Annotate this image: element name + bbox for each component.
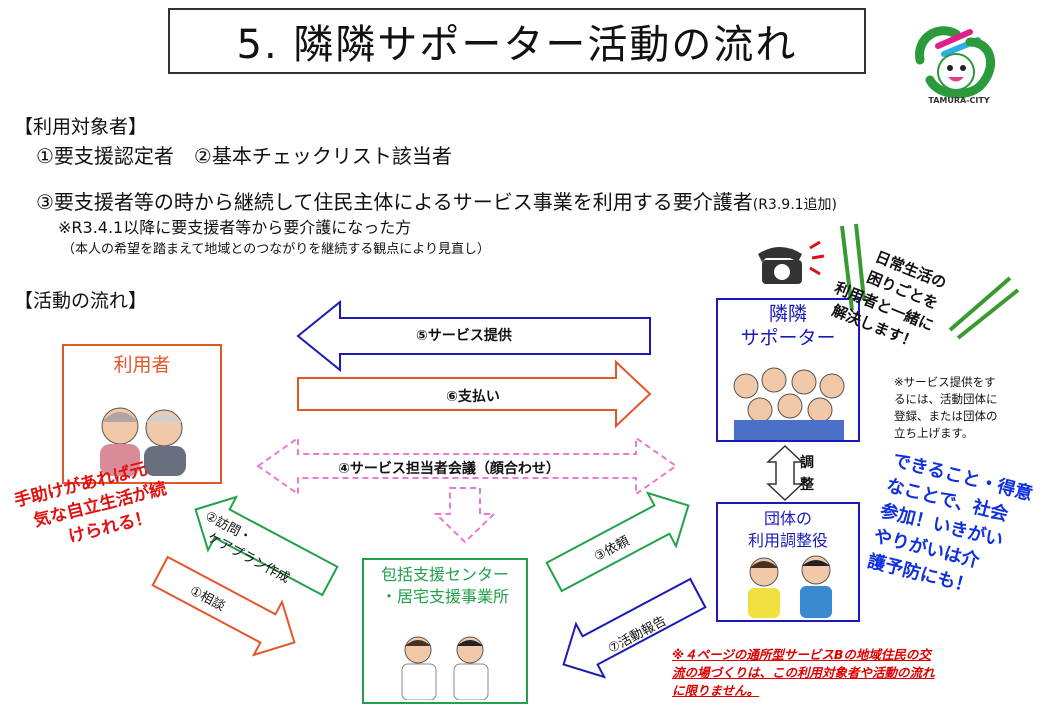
target-line2-suffix: (R3.9.1追加) <box>752 197 838 213</box>
page-title: 5. 隣隣サポーター活動の流れ <box>168 8 866 74</box>
elderly-couple-illustration <box>100 407 186 476</box>
service-label: ⑤サービス提供 <box>416 328 512 344</box>
meeting-label: ④サービス担当者会議（顔合わせ） <box>338 461 560 477</box>
coordinator-box: 団体の 利用調整役 <box>716 502 860 622</box>
bottom-note-line3: に限りません。 <box>672 683 760 698</box>
service-arrow <box>296 299 651 373</box>
support-center-box: 包括支援センター ・居宅支援事業所 <box>362 558 528 704</box>
adjust-arrow <box>766 444 804 502</box>
supporter-label: 隣隣 サポーター <box>718 302 858 350</box>
tamura-city-logo <box>915 26 995 99</box>
coordinator-label-line2: 利用調整役 <box>747 531 828 550</box>
payment-arrow <box>297 359 652 429</box>
target-line1: ①要支援認定者 ②基本チェックリスト該当者 <box>36 144 452 168</box>
consult-arrow <box>151 555 296 657</box>
payment-label: ⑥支払い <box>446 389 500 405</box>
support-center-label-line2: ・居宅支援事業所 <box>380 587 509 606</box>
bottom-note: ※４ページの通所型サービスBの地域住民の交 流の場づくりは、この利用対象者や活動… <box>672 646 935 700</box>
adjust-label: 調整 <box>800 455 814 493</box>
coordinators-illustration <box>748 555 832 618</box>
bottom-note-line2: 流の場づくりは、この利用対象者や活動の流れ <box>672 665 935 680</box>
side-note-line4: 立ち上げます。 <box>894 426 974 440</box>
support-center-label: 包括支援センター ・居宅支援事業所 <box>364 564 526 608</box>
coordinator-label-line1: 団体の <box>763 509 812 528</box>
target-line2: ③要支援者等の時から継続して住民主体によるサービス事業を利用する要介護者(R3.… <box>36 186 837 215</box>
target-heading: 【利用対象者】 <box>14 116 148 138</box>
target-note2: （本人の希望を踏まえて地域とのつながりを継続する観点により見直し） <box>62 242 490 257</box>
flow-heading: 【活動の流れ】 <box>14 290 148 312</box>
target-line2-main: ③要支援者等の時から継続して住民主体によるサービス事業を利用する要介護者 <box>36 190 753 214</box>
side-note-line1: ※サービス提供をす <box>894 375 996 389</box>
logo-text: TAMURA-CITY <box>928 96 990 105</box>
supporter-label-line2: サポーター <box>740 327 836 349</box>
supporter-label-line1: 隣隣 <box>768 303 807 325</box>
side-note-line3: 登録、または団体の <box>894 409 998 423</box>
bottom-note-line1: ※４ページの通所型サービスBの地域住民の交 <box>672 647 931 662</box>
meeting-arrow <box>256 436 678 496</box>
target-note1: ※R3.4.1以降に要支援者等から要介護になった方 <box>58 218 412 237</box>
user-box: 利用者 <box>62 344 222 484</box>
coordinator-label: 団体の 利用調整役 <box>718 508 858 552</box>
care-staff-illustration <box>401 636 489 700</box>
user-label: 利用者 <box>113 354 171 376</box>
supporter-box: 隣隣 サポーター <box>716 298 860 442</box>
side-note-line2: るには、活動団体に <box>894 392 998 406</box>
visit-arrow <box>194 495 339 597</box>
accent-lines-decoration <box>840 223 1020 340</box>
request-arrow <box>545 491 690 593</box>
support-center-label-line1: 包括支援センター <box>380 565 509 584</box>
report-arrow <box>562 577 707 679</box>
supporters-group-illustration <box>733 367 845 440</box>
telephone-icon <box>758 240 825 284</box>
side-note: ※サービス提供をす るには、活動団体に 登録、または団体の 立ち上げます。 <box>894 374 998 442</box>
meeting-down-arrow <box>433 487 497 544</box>
